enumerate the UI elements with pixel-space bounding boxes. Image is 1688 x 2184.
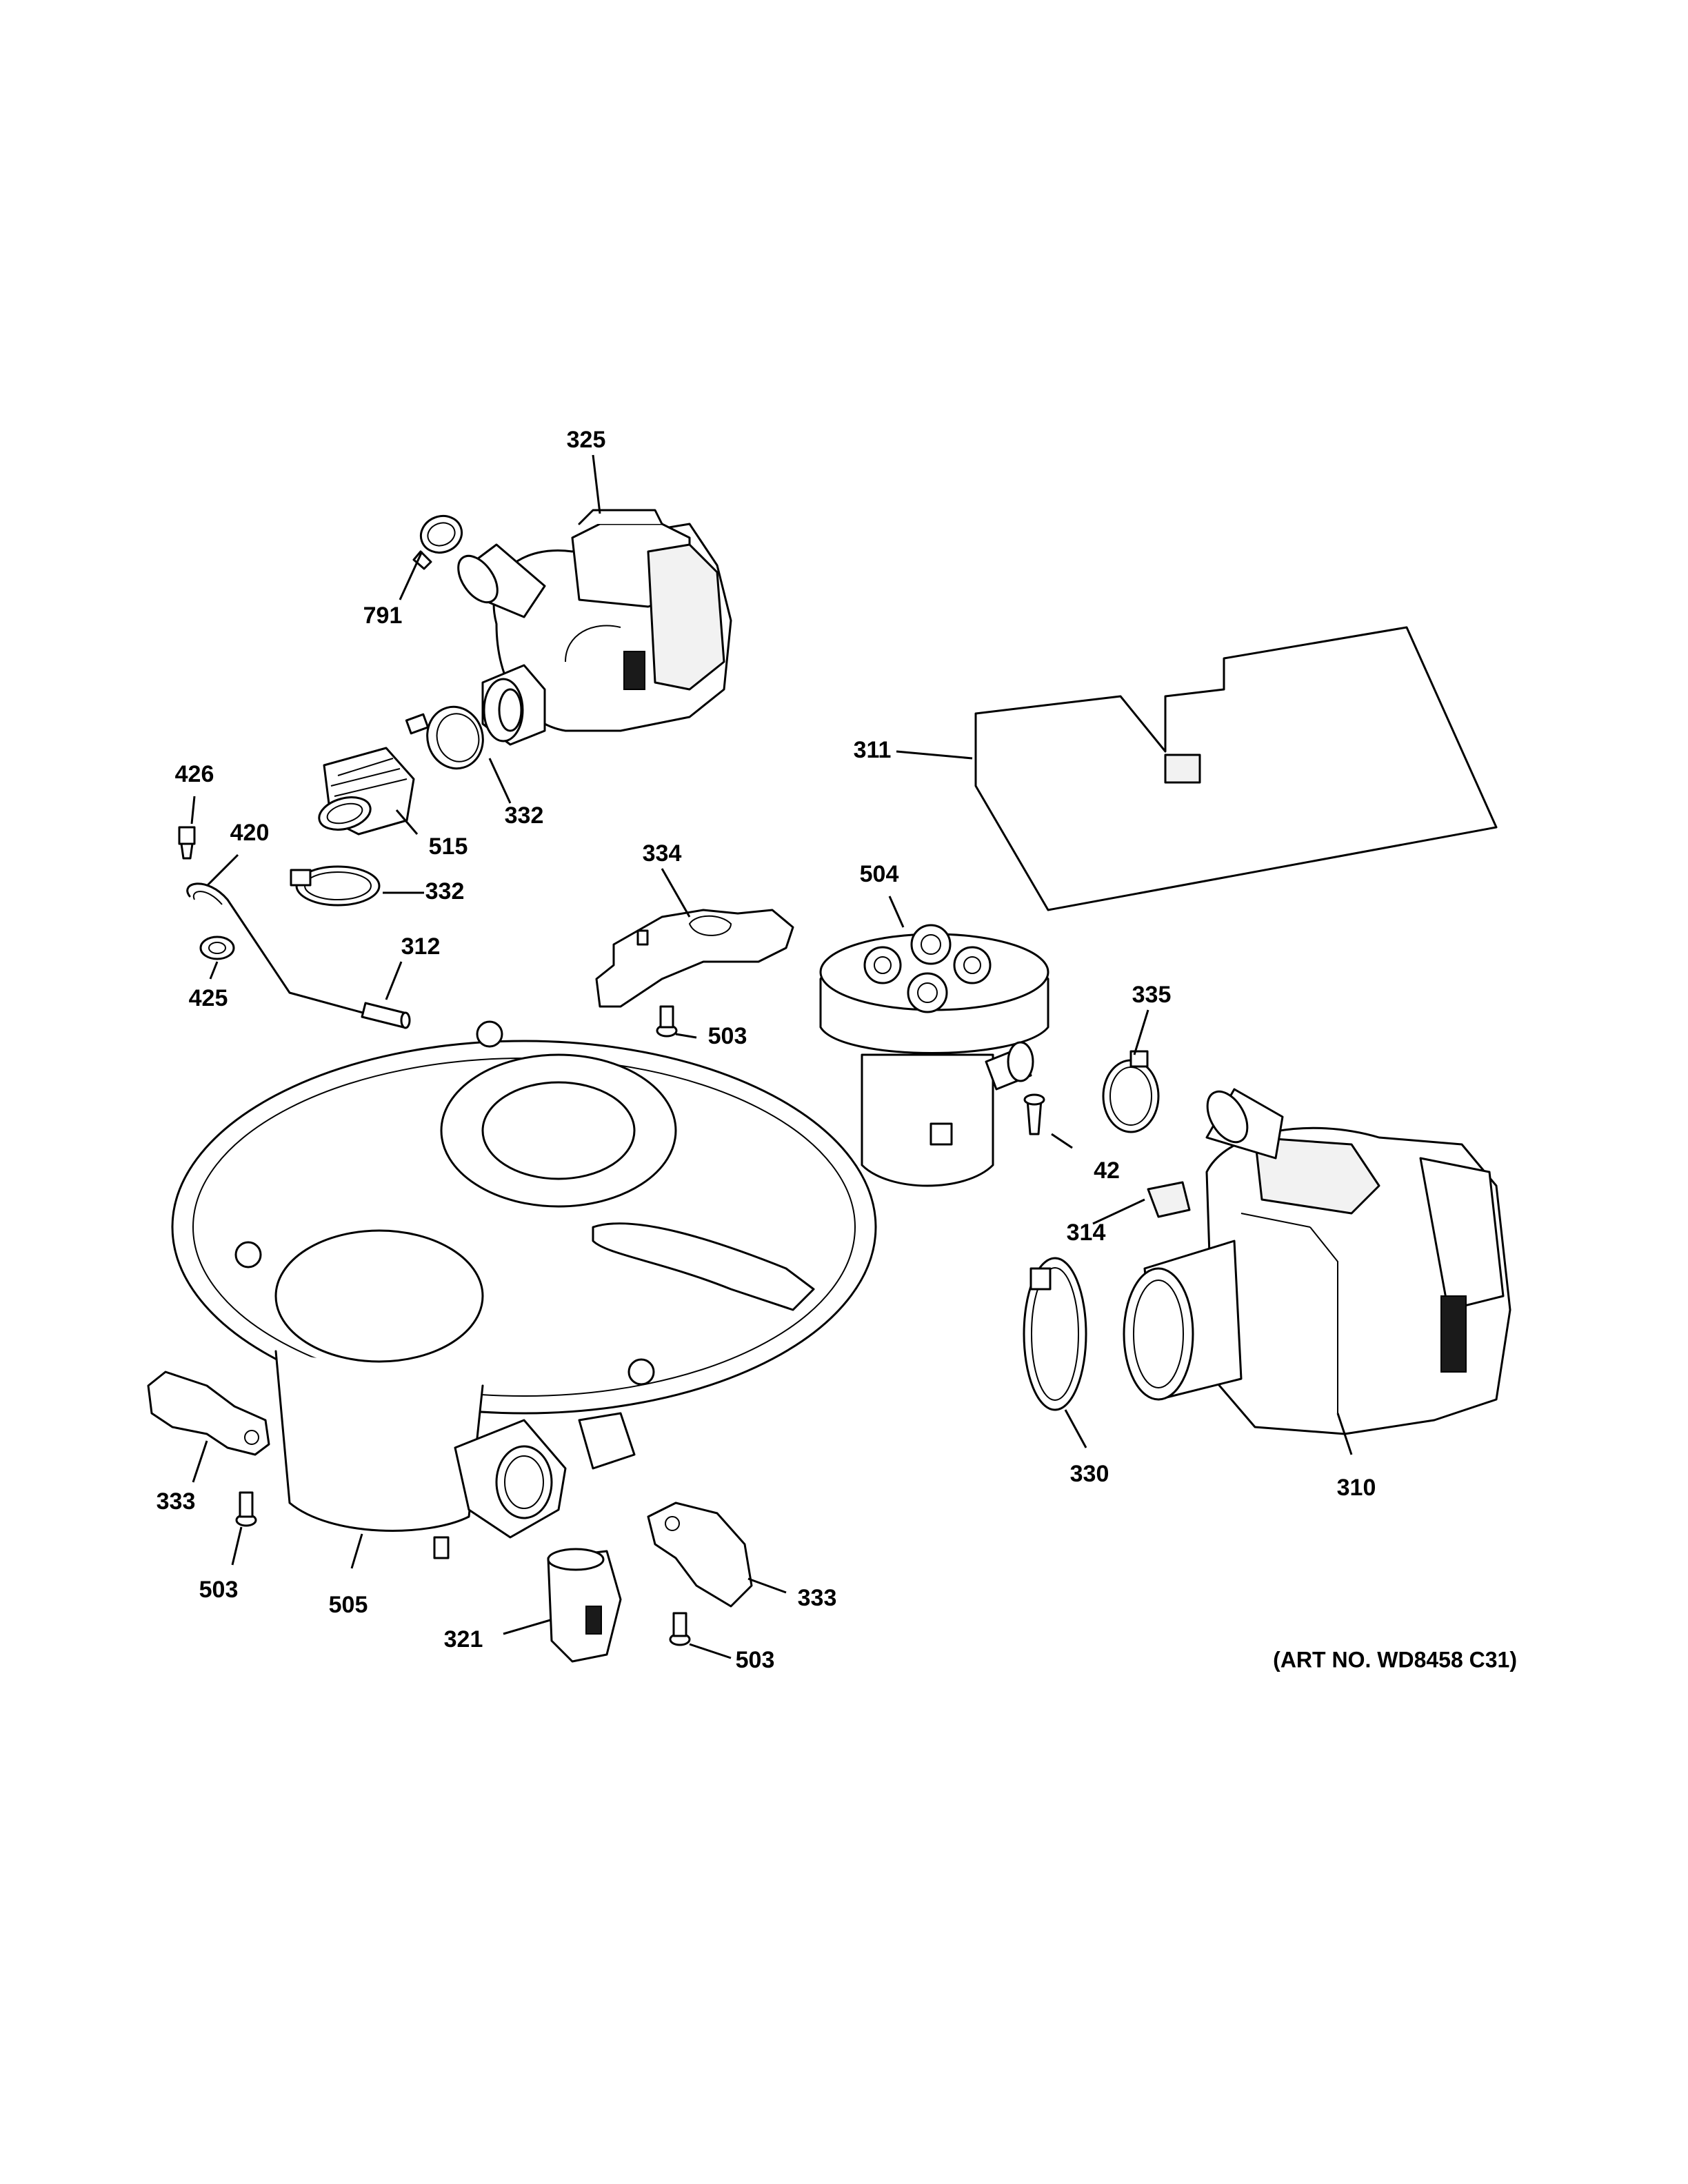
callout-334: 334 bbox=[643, 840, 682, 867]
callout-505: 505 bbox=[329, 1592, 368, 1618]
callout-314: 314 bbox=[1067, 1220, 1106, 1246]
sump-505 bbox=[171, 1020, 877, 1559]
grommet-425 bbox=[199, 936, 235, 960]
screw-503-bottom bbox=[669, 1612, 691, 1646]
pad-314 bbox=[1147, 1181, 1191, 1218]
tube-312 bbox=[361, 1002, 411, 1029]
art-number: (ART NO. WD8458 C31) bbox=[1273, 1647, 1517, 1672]
callout-425: 425 bbox=[189, 985, 228, 1011]
callout-311: 311 bbox=[854, 737, 892, 763]
bracket-333-left bbox=[147, 1371, 270, 1456]
callout-426: 426 bbox=[175, 761, 214, 787]
callout-420: 420 bbox=[230, 820, 270, 846]
screw-503-top bbox=[656, 1005, 678, 1038]
bracket-334 bbox=[595, 909, 794, 1008]
clamp-332-lower bbox=[290, 865, 381, 907]
callout-310: 310 bbox=[1337, 1475, 1376, 1501]
callout-503-left: 503 bbox=[199, 1577, 239, 1603]
clamp-335 bbox=[1102, 1050, 1160, 1133]
sensor-321 bbox=[547, 1548, 622, 1663]
wire-420 bbox=[186, 882, 367, 1015]
callouts: 325 791 332 515 332 426 420 425 312 311 … bbox=[157, 427, 1376, 1673]
callout-503-bottom: 503 bbox=[736, 1647, 775, 1673]
callout-504: 504 bbox=[860, 861, 899, 887]
leader-lines bbox=[190, 454, 1353, 1659]
circulation-pump-325 bbox=[457, 509, 732, 746]
callout-503-top: 503 bbox=[708, 1023, 747, 1049]
callout-335: 335 bbox=[1132, 982, 1172, 1008]
clamp-330 bbox=[1023, 1257, 1087, 1411]
screw-42 bbox=[1023, 1093, 1045, 1135]
bracket-333-right bbox=[647, 1502, 753, 1608]
insulation-311 bbox=[974, 626, 1498, 911]
diverter-504 bbox=[819, 924, 1049, 1187]
callout-312: 312 bbox=[401, 933, 441, 960]
callout-321: 321 bbox=[444, 1626, 483, 1652]
callout-42: 42 bbox=[1094, 1157, 1120, 1184]
hose-515 bbox=[318, 747, 415, 836]
callout-325: 325 bbox=[567, 427, 606, 453]
callout-332-lower: 332 bbox=[425, 878, 465, 904]
clamp-791 bbox=[412, 515, 463, 570]
callout-333-left: 333 bbox=[157, 1488, 196, 1515]
screw-426 bbox=[178, 826, 196, 860]
callout-515: 515 bbox=[429, 833, 468, 860]
clamp-332-upper bbox=[405, 705, 484, 770]
wash-pump-310 bbox=[1123, 1088, 1511, 1435]
callout-332-upper: 332 bbox=[505, 802, 544, 829]
callout-333-right: 333 bbox=[798, 1585, 837, 1611]
callout-330: 330 bbox=[1070, 1461, 1109, 1487]
callout-791: 791 bbox=[363, 603, 403, 629]
screw-503-left bbox=[235, 1491, 257, 1527]
